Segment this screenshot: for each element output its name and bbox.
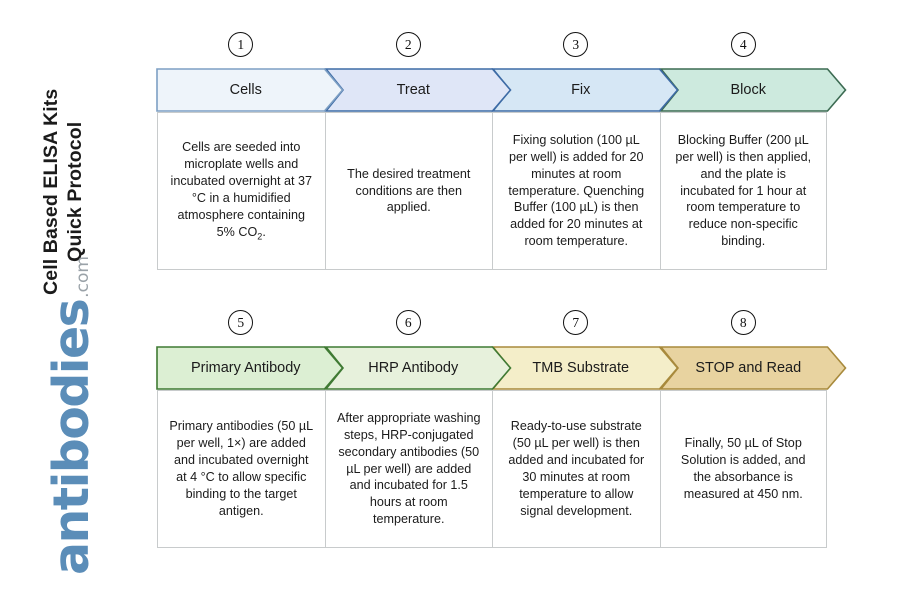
step-header-chevron[interactable]: STOP and Read (658, 346, 847, 390)
step-body-text: Finally, 50 µL of Stop Solution is added… (680, 436, 806, 501)
step-body-text: Primary antibodies (50 µL per well, 1×) … (169, 419, 314, 518)
step-header-chevron[interactable]: Block (658, 68, 847, 112)
step-header-label: TMB Substrate (532, 360, 630, 376)
brand-tld: .com (73, 256, 93, 298)
left-rail: Cell Based ELISA Kits Quick Protocol ant… (0, 0, 152, 594)
brand-logo: antibodies .com (43, 256, 107, 575)
step-number-badge: 5 (228, 310, 254, 335)
chevron-shape (156, 68, 344, 112)
step-number-badge: 1 (228, 32, 254, 57)
step-number-badge: 4 (730, 32, 756, 57)
step-number-badge: 2 (395, 32, 421, 57)
chevron-shape (156, 346, 344, 390)
step-number-label: 6 (404, 314, 412, 330)
step-body-cell: Blocking Buffer (200 µL per well) is the… (659, 112, 827, 270)
step-header-label: Block (730, 82, 766, 98)
step-body-strip: Cells are seeded into microplate wells a… (157, 112, 827, 270)
step-number-label: 5 (237, 314, 245, 330)
step-header-chevron[interactable]: TMB Substrate (491, 346, 679, 390)
step-header-chevron[interactable]: HRP Antibody (323, 346, 512, 390)
step-header-label: Cells (229, 82, 262, 98)
step-header-strip: Primary Antibody HRP Antibody TMB Substr… (156, 346, 847, 390)
step-body-text: Ready-to-use substrate (50 µL per well) … (508, 419, 645, 518)
step-number-label: 8 (739, 314, 747, 330)
step-number-badge: 6 (395, 310, 421, 335)
step-number-label: 1 (237, 36, 245, 52)
step-header-label: Treat (396, 82, 430, 98)
step-header-chevron[interactable]: Primary Antibody (156, 346, 344, 390)
step-header-chevron[interactable]: Cells (156, 68, 344, 112)
brand-name: antibodies (43, 299, 100, 575)
step-body-cell: Fixing solution (100 µL per well) is add… (492, 112, 660, 270)
step-body-text: Cells are seeded into microplate wells a… (170, 140, 312, 242)
step-body-cell: Ready-to-use substrate (50 µL per well) … (492, 390, 660, 548)
step-header-chevron[interactable]: Fix (491, 68, 679, 112)
step-number-badge: 8 (730, 310, 756, 335)
step-header-label: Fix (571, 82, 591, 98)
step-header-label: STOP and Read (695, 360, 802, 376)
step-number-label: 3 (572, 36, 580, 52)
step-number-label: 4 (739, 36, 747, 52)
step-body-cell: The desired treatment conditions are the… (324, 112, 492, 270)
step-header-strip: Cells Treat Fix Block (156, 68, 847, 112)
step-number-badge: 7 (563, 310, 589, 335)
process-row-bottom: 5 6 7 8 Primary Antibody HRP Antibody TMB S… (156, 310, 847, 548)
step-body-cell: Cells are seeded into microplate wells a… (157, 112, 325, 270)
step-body-cell: Primary antibodies (50 µL per well, 1×) … (157, 390, 325, 548)
step-number-strip: 5 6 7 8 (157, 310, 827, 346)
step-number-strip: 1 2 3 4 (157, 32, 827, 68)
step-body-cell: Finally, 50 µL of Stop Solution is added… (659, 390, 827, 548)
step-body-text: Blocking Buffer (200 µL per well) is the… (675, 132, 812, 249)
step-body-text: Fixing solution (100 µL per well) is add… (508, 132, 645, 249)
step-body-text: After appropriate washing steps, HRP-con… (336, 410, 481, 527)
step-header-chevron[interactable]: Treat (323, 68, 512, 112)
step-number-label: 2 (404, 36, 412, 52)
step-number-label: 7 (572, 314, 580, 330)
step-body-cell: After appropriate washing steps, HRP-con… (324, 390, 492, 548)
step-body-text: The desired treatment conditions are the… (347, 166, 471, 215)
step-body-strip: Primary antibodies (50 µL per well, 1×) … (157, 390, 827, 548)
step-header-label: HRP Antibody (368, 360, 459, 376)
step-number-badge: 3 (563, 32, 589, 57)
step-header-label: Primary Antibody (190, 360, 301, 376)
